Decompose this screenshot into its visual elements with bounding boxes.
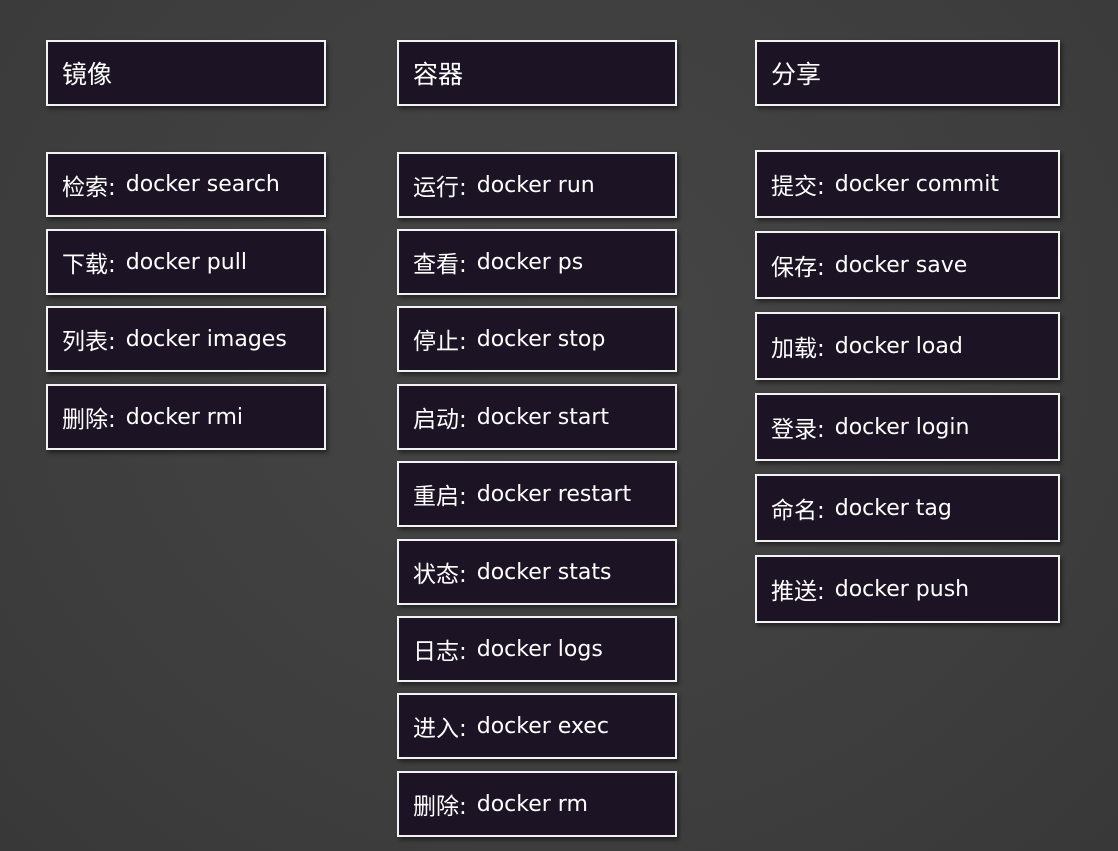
cmd-box-docker-commit: 提交: docker commit <box>755 150 1060 218</box>
cmd-box-docker-logs: 日志: docker logs <box>397 616 677 682</box>
cmd-label: 查看: <box>413 252 467 278</box>
cmd-text: docker start <box>476 404 610 430</box>
cmd-box-docker-login: 登录: docker login <box>755 393 1060 461</box>
cmd-label: 状态: <box>413 562 467 588</box>
cmd-text: docker exec <box>476 713 609 739</box>
cmd-label: 下载: <box>62 252 116 278</box>
cmd-label: 运行: <box>413 175 467 201</box>
cmd-text: docker tag <box>834 495 952 521</box>
cmd-box-docker-search: 检索: docker search <box>46 152 326 217</box>
cmd-text: docker ps <box>476 249 584 275</box>
cmd-box-docker-pull: 下载: docker pull <box>46 229 326 295</box>
cmd-label: 登录: <box>771 417 825 443</box>
cmd-box-docker-restart: 重启: docker restart <box>397 461 677 527</box>
cmd-label: 日志: <box>413 639 467 665</box>
cmd-label: 启动: <box>413 407 467 433</box>
cmd-box-docker-load: 加载: docker load <box>755 312 1060 380</box>
cmd-box-docker-exec: 进入: docker exec <box>397 693 677 759</box>
cmd-label: 命名: <box>771 498 825 524</box>
cmd-text: docker logs <box>476 636 603 662</box>
cmd-text: docker stats <box>476 559 612 585</box>
header-images: 镜像 <box>46 40 326 106</box>
header-share-label: 分享 <box>771 60 822 89</box>
cmd-text: docker restart <box>476 481 632 507</box>
cmd-label: 删除: <box>62 407 116 433</box>
cmd-text: docker run <box>476 172 595 198</box>
cmd-box-docker-run: 运行: docker run <box>397 152 677 218</box>
cmd-label: 列表: <box>62 329 116 355</box>
cmd-box-docker-stats: 状态: docker stats <box>397 539 677 605</box>
cmd-box-docker-rmi: 删除: docker rmi <box>46 384 326 450</box>
cmd-text: docker rmi <box>125 404 244 430</box>
cmd-box-docker-save: 保存: docker save <box>755 231 1060 299</box>
header-images-label: 镜像 <box>62 60 113 89</box>
cmd-text: docker load <box>834 333 963 359</box>
header-share: 分享 <box>755 40 1060 106</box>
cmd-text: docker search <box>125 172 280 197</box>
cmd-label: 加载: <box>771 336 825 362</box>
cmd-text: docker images <box>125 326 287 352</box>
cmd-text: docker login <box>834 414 970 440</box>
cmd-box-docker-stop: 停止: docker stop <box>397 306 677 372</box>
cmd-box-docker-images: 列表: docker images <box>46 306 326 372</box>
cmd-box-docker-push: 推送: docker push <box>755 555 1060 623</box>
cmd-label: 提交: <box>771 174 825 200</box>
cmd-label: 保存: <box>771 255 825 281</box>
cmd-box-docker-ps: 查看: docker ps <box>397 229 677 295</box>
cmd-label: 进入: <box>413 716 467 742</box>
cmd-text: docker save <box>834 252 968 278</box>
cmd-text: docker push <box>834 576 970 602</box>
cmd-label: 推送: <box>771 579 825 605</box>
cmd-text: docker rm <box>476 791 588 817</box>
cmd-text: docker stop <box>476 326 606 352</box>
cmd-text: docker pull <box>125 249 247 275</box>
cmd-box-docker-start: 启动: docker start <box>397 384 677 450</box>
cmd-label: 删除: <box>413 794 467 820</box>
cmd-label: 重启: <box>413 484 467 510</box>
cmd-label: 检索: <box>62 174 116 201</box>
cmd-text: docker commit <box>834 171 999 197</box>
cmd-box-docker-rm: 删除: docker rm <box>397 771 677 837</box>
cmd-box-docker-tag: 命名: docker tag <box>755 474 1060 542</box>
header-containers-label: 容器 <box>413 60 464 89</box>
header-containers: 容器 <box>397 40 677 106</box>
cmd-label: 停止: <box>413 329 467 355</box>
